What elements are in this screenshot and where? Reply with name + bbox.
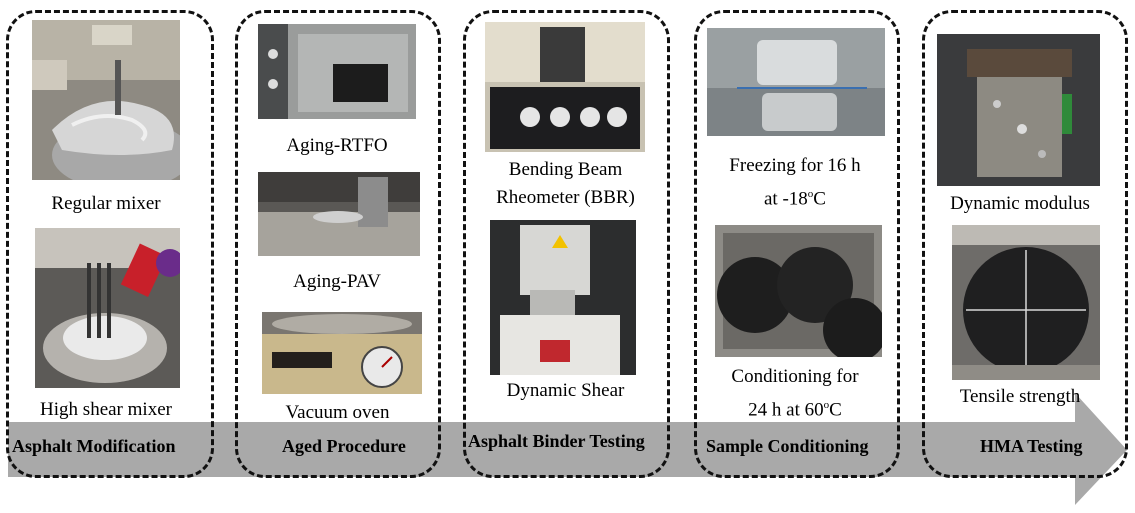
caption-freezing-line2: at -18oC — [705, 182, 885, 211]
high-shear-mixer-photo — [35, 228, 180, 388]
stage-box-aged-procedure — [235, 10, 441, 478]
freezer-bag-photo — [707, 28, 885, 136]
caption-freezing-line1: Freezing for 16 h — [729, 155, 861, 176]
caption-tensile-strength: Tensile strength — [959, 386, 1081, 407]
caption-aging-pav: Aging-PAV — [293, 271, 381, 292]
caption-conditioning-unit: C — [829, 399, 842, 421]
stage-box-sample-conditioning — [694, 10, 900, 478]
caption-bbr-line1: Bending Beam — [508, 159, 623, 180]
caption-freezing-temp: at -18 — [764, 188, 808, 210]
caption-vacuum-oven: Vacuum oven — [285, 402, 390, 423]
caption-freezing-unit: C — [813, 188, 826, 210]
stage-box-hma-testing — [922, 10, 1128, 478]
dynamic-modulus-photo — [937, 34, 1100, 186]
caption-conditioning-line2: 24 h at 60oC — [705, 393, 885, 422]
dsr-photo — [490, 220, 636, 375]
vacuum-oven-photo — [262, 312, 422, 394]
degree-sup: o — [807, 188, 814, 200]
rtfo-oven-photo — [258, 24, 416, 119]
stage-label-hma-testing: HMA Testing — [980, 436, 1083, 456]
stage-label-aged-procedure: Aged Procedure — [282, 436, 406, 456]
stage-label-asphalt-modification: Asphalt Modification — [12, 436, 176, 456]
pav-vessel-photo — [258, 172, 420, 256]
mixer-photo — [32, 20, 180, 180]
degree-sup: o — [823, 399, 830, 411]
bbr-photo — [485, 22, 645, 152]
caption-bbr-line2: Rheometer (BBR) — [496, 187, 635, 208]
caption-conditioning-line1: Conditioning for — [731, 366, 859, 387]
caption-conditioning-temp: 24 h at 60 — [748, 399, 824, 421]
caption-high-shear-mixer: High shear mixer — [40, 399, 172, 420]
stage-label-asphalt-binder-testing: Asphalt Binder Testing — [468, 431, 645, 451]
tensile-strength-photo — [952, 225, 1100, 380]
water-bath-photo — [715, 225, 882, 357]
caption-aging-rtfo: Aging-RTFO — [286, 135, 388, 156]
stage-label-sample-conditioning: Sample Conditioning — [706, 436, 869, 456]
caption-regular-mixer: Regular mixer — [51, 193, 161, 214]
stage-box-asphalt-binder-testing — [463, 10, 670, 478]
caption-dynamic-shear: Dynamic Shear — [506, 380, 625, 401]
caption-dynamic-modulus: Dynamic modulus — [950, 193, 1090, 214]
stage-box-asphalt-modification — [6, 10, 214, 478]
